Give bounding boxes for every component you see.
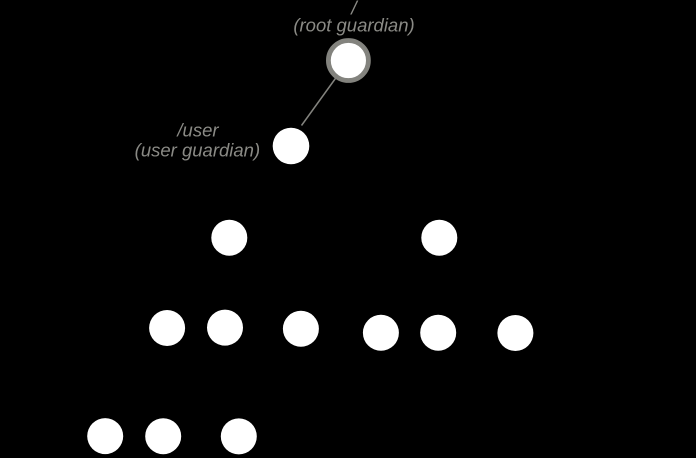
svg-text:(root guardian): (root guardian)	[293, 14, 414, 35]
svg-text:/: /	[349, 0, 359, 19]
svg-text:/user: /user	[175, 119, 219, 140]
svg-text:(user guardian): (user guardian)	[135, 139, 260, 160]
